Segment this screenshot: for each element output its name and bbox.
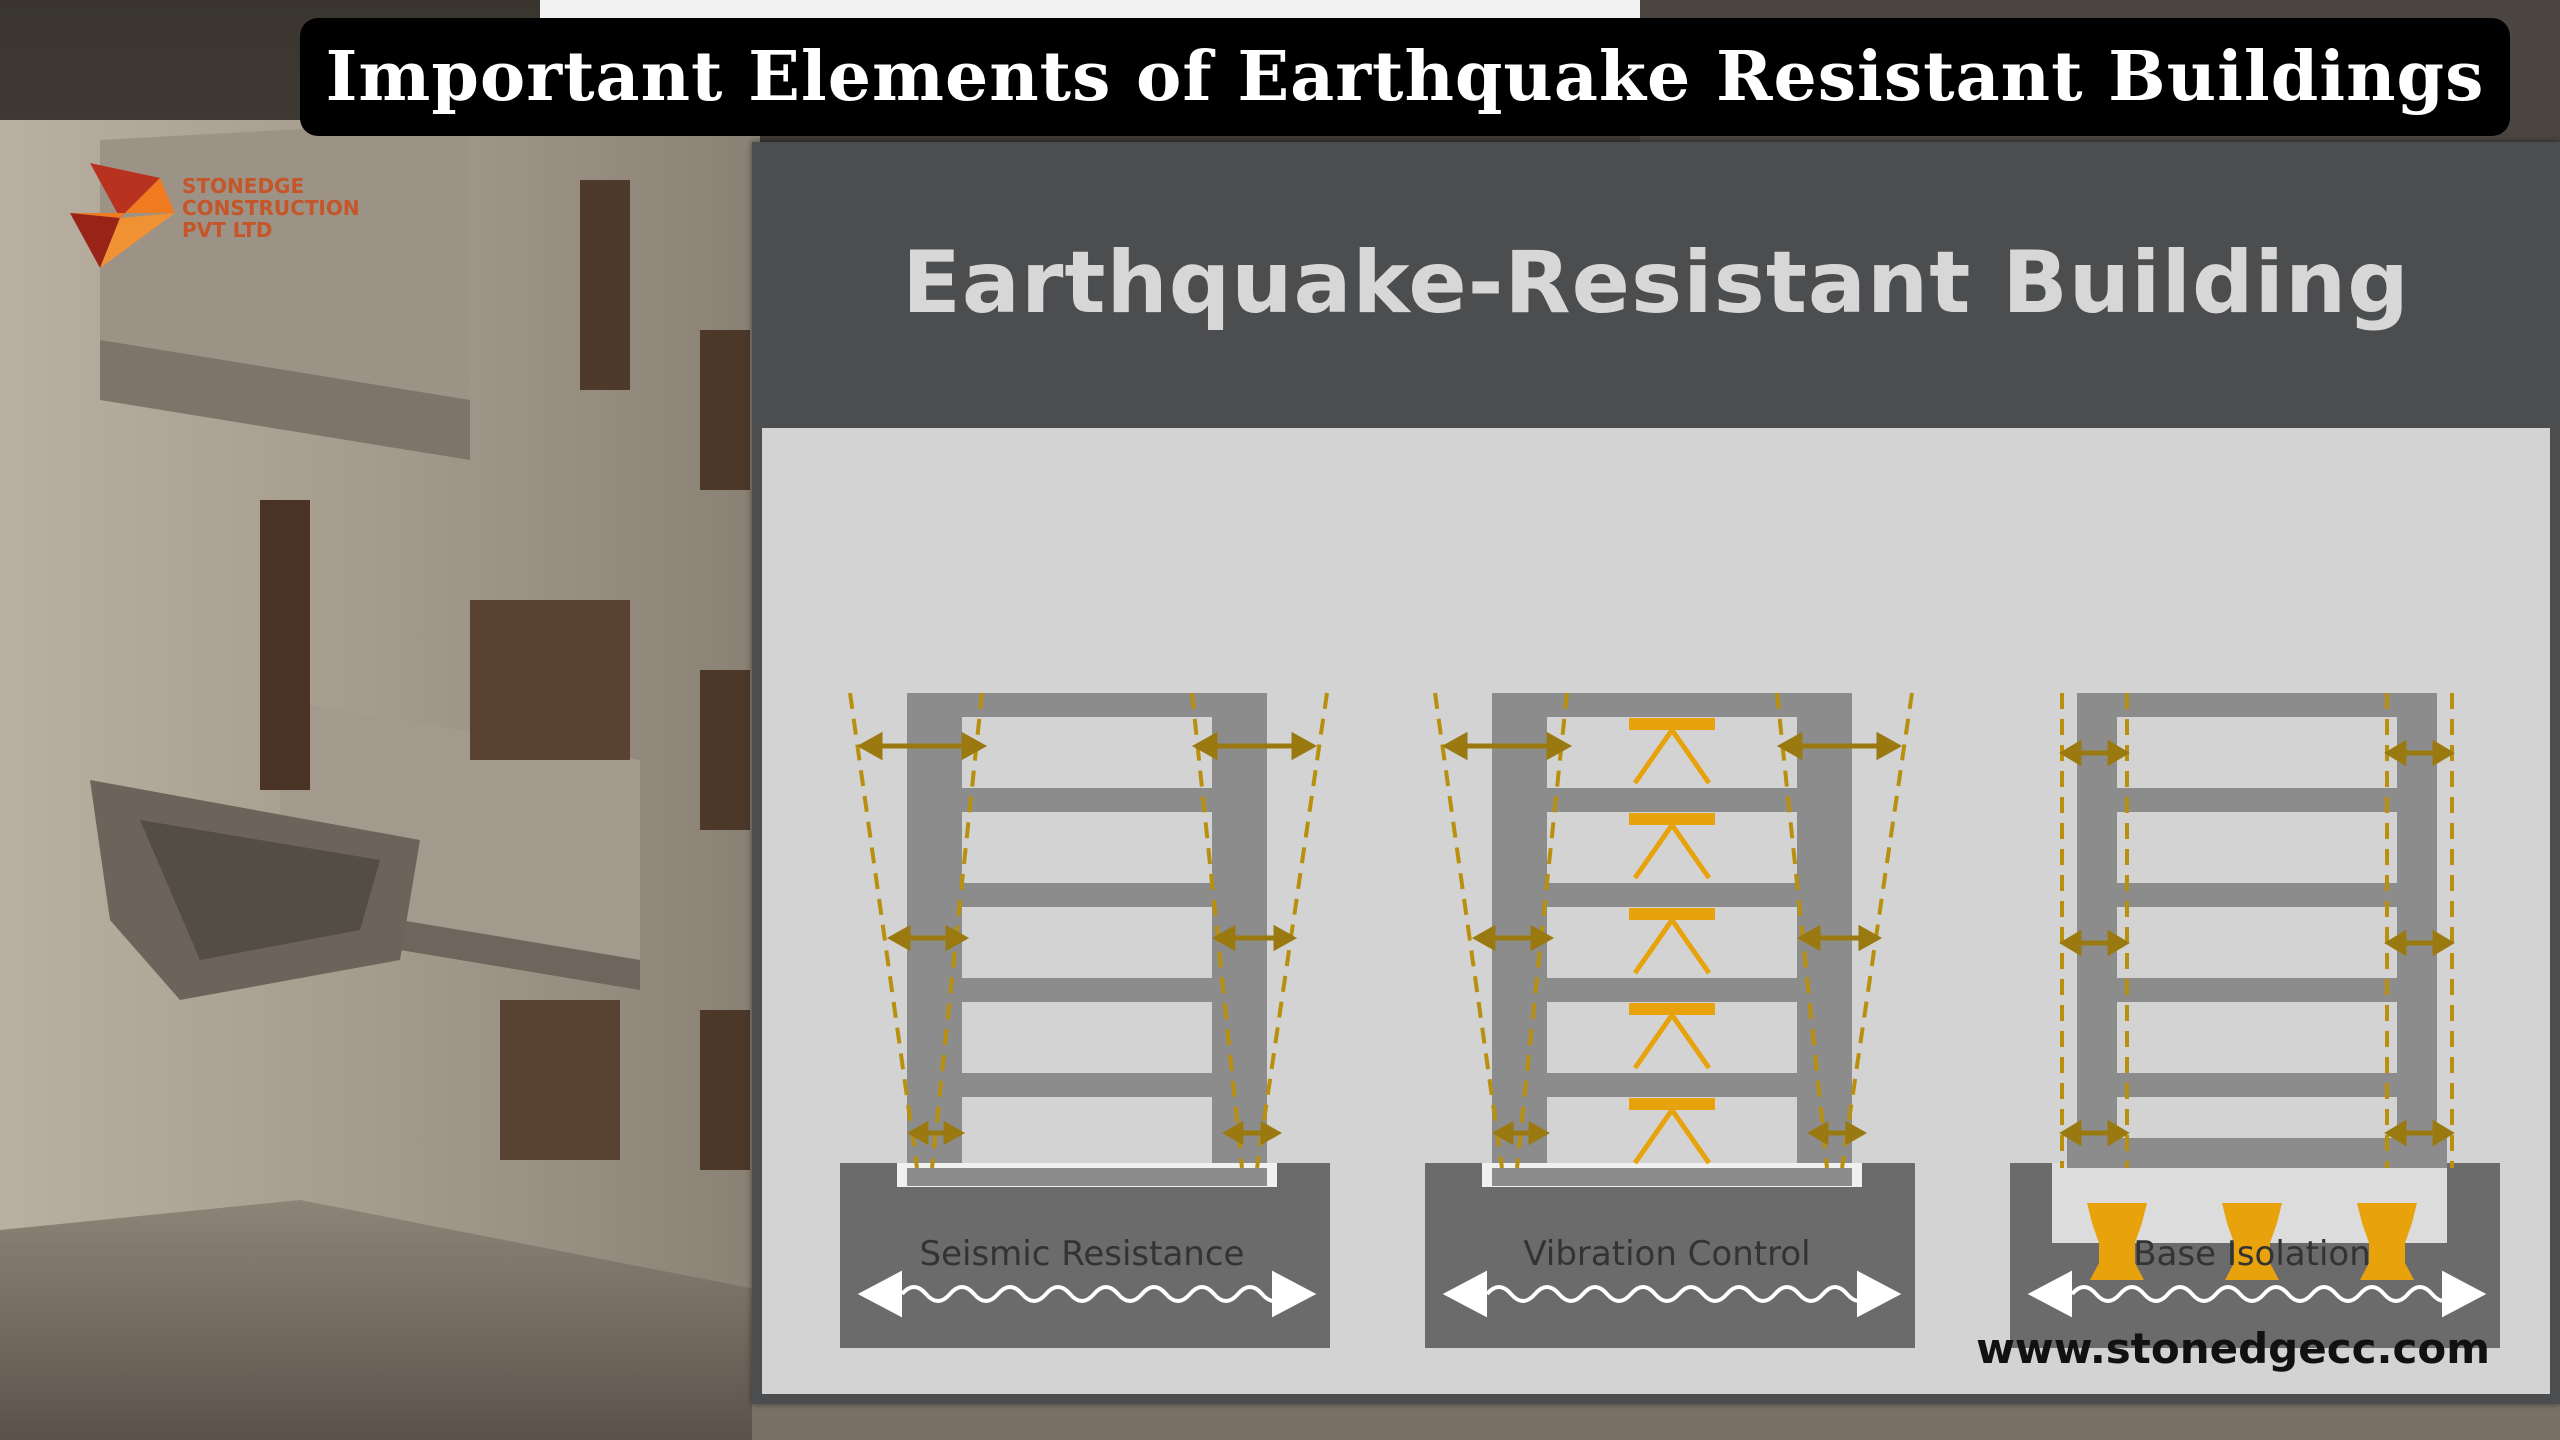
- stonedge-logo-icon: [70, 163, 175, 268]
- title-banner: Important Elements of Earthquake Resista…: [300, 18, 2510, 136]
- diagram-label-vibration-control: Vibration Control: [1523, 1234, 1811, 1274]
- vibration-control-diagram: [1425, 692, 1915, 1348]
- base-isolation-diagram: [2010, 693, 2500, 1348]
- diagram-label-base-isolation: Base Isolation: [2133, 1234, 2371, 1274]
- diagram-label-seismic-resistance: Seismic Resistance: [919, 1234, 1245, 1274]
- diagram-area: Seismic Resistance: [762, 428, 2550, 1394]
- seismic-resistance-diagram: [840, 692, 1330, 1348]
- logo-line-2: CONSTRUCTION: [182, 196, 360, 220]
- logo-line-3: PVT LTD: [182, 218, 273, 242]
- website-url: www.stonedgecc.com: [1976, 1324, 2490, 1373]
- panel-heading: Earthquake-Resistant Building: [902, 233, 2410, 333]
- page-title: Important Elements of Earthquake Resista…: [325, 37, 2485, 117]
- logo-line-1: STONEDGE: [182, 174, 305, 198]
- infographic-panel: Earthquake-Resistant Building: [752, 142, 2560, 1404]
- ground-block: [840, 1163, 1330, 1348]
- company-logo: STONEDGE CONSTRUCTION PVT LTD: [60, 158, 400, 298]
